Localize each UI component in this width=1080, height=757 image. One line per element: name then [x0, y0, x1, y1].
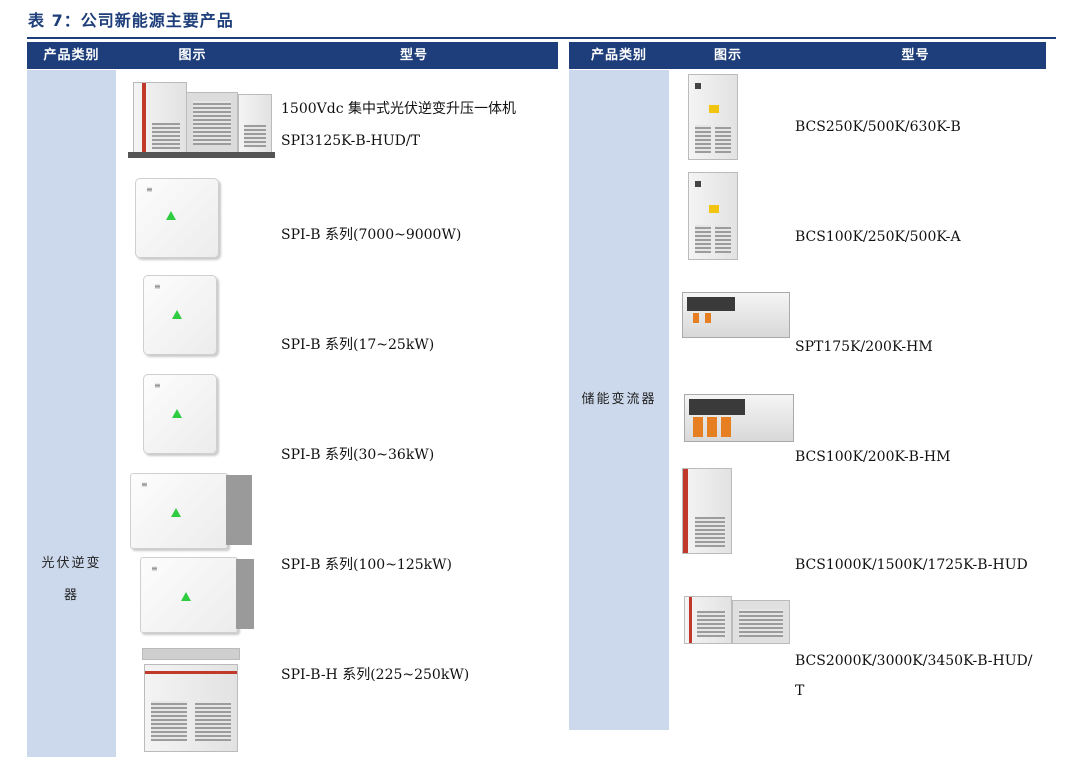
- pcs-cabinet-icon: [680, 466, 736, 556]
- pcs-skid-icon: [680, 592, 792, 648]
- header-model-right: 型号: [901, 48, 930, 63]
- model-left-5: SPI-B-H 系列(225~250kW): [281, 667, 470, 683]
- model-right-5-line2: T: [795, 683, 805, 699]
- model-left-1: SPI-B 系列(7000~9000W): [281, 227, 462, 243]
- string-inverter-icon: ≡: [141, 273, 223, 357]
- header-model-left: 型号: [399, 48, 428, 63]
- model-right-1: BCS100K/250K/500K-A: [795, 229, 961, 245]
- rack-pcs-icon: [678, 290, 792, 340]
- category-label: 储能变流器: [581, 392, 657, 407]
- central-inverter-skid-icon: [128, 76, 275, 160]
- model-left-0-line1: 1500Vdc 集中式光伏逆变升压一体机: [281, 101, 516, 117]
- category-label-line2: 器: [63, 588, 79, 603]
- model-right-0: BCS250K/500K/630K-B: [795, 119, 961, 135]
- pcs-cabinet-icon: [686, 74, 740, 162]
- model-left-3: SPI-B 系列(30~36kW): [281, 447, 435, 463]
- large-string-inverter-icon: ≡ ≡: [128, 471, 258, 641]
- model-left-4: SPI-B 系列(100~125kW): [281, 557, 452, 573]
- model-right-2: SPT175K/200K-HM: [795, 339, 933, 355]
- table-title: 表 7：公司新能源主要产品: [28, 11, 234, 30]
- model-right-4: BCS1000K/1500K/1725K-B-HUD: [795, 557, 1028, 573]
- string-inverter-icon: ≡: [141, 372, 223, 456]
- model-left-2: SPI-B 系列(17~25kW): [281, 337, 435, 353]
- title-rule: [27, 37, 1056, 39]
- model-left-0-line2: SPI3125K-B-HUD/T: [281, 133, 420, 149]
- string-inverter-icon: ≡: [133, 176, 223, 260]
- model-right-3: BCS100K/200K-B-HM: [795, 449, 951, 465]
- table-header-right: [569, 42, 1046, 69]
- model-right-5-line1: BCS2000K/3000K/3450K-B-HUD/: [795, 653, 1033, 669]
- category-cell-energy-storage: 储能变流器: [569, 70, 669, 730]
- header-image-left: 图示: [178, 48, 207, 63]
- header-category-left: 产品类别: [43, 48, 100, 63]
- header-category-right: 产品类别: [590, 48, 647, 63]
- pcs-cabinet-icon: [686, 172, 740, 262]
- table-header-left: [27, 42, 558, 69]
- category-label-line1: 光伏逆变: [41, 556, 102, 571]
- category-cell-pv-inverter: 光伏逆变 器: [27, 70, 116, 757]
- inverter-cabinet-icon: [140, 648, 240, 754]
- header-image-right: 图示: [713, 48, 742, 63]
- rack-pcs-icon: [680, 390, 796, 446]
